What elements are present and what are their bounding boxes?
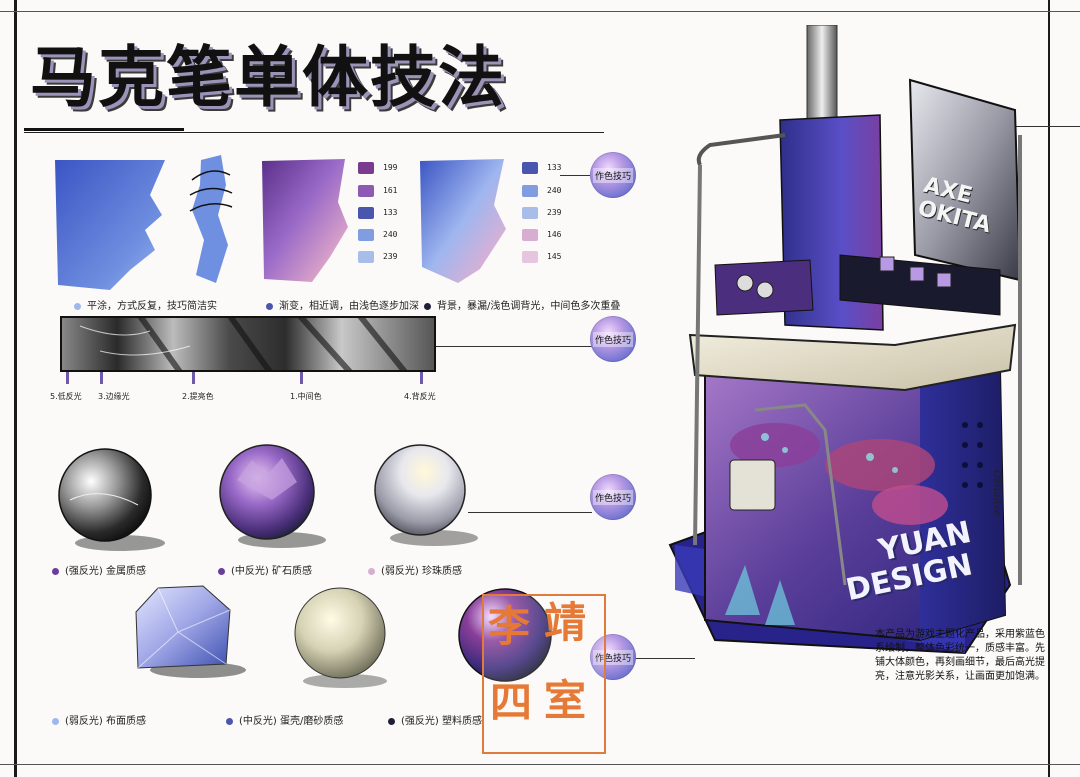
sphere-pearl (374, 444, 478, 546)
caption-dot (52, 567, 59, 575)
sphere-caption-3: (弱反光) 珍珠质感 (368, 562, 462, 577)
caption-text: (中反光) 蛋壳/磨砂质感 (239, 716, 344, 727)
stamp-char-2: 靖 (544, 598, 587, 647)
swatch-b-num-2: 240 (547, 186, 562, 195)
technique-badge-1: 作色技巧 (590, 152, 636, 198)
sphere-caption-5: (中反光) 蛋壳/磨砂质感 (226, 712, 343, 727)
technique-badge-label: 作色技巧 (592, 489, 633, 505)
frame-top-line (0, 11, 1080, 12)
swatch-a-1 (358, 162, 374, 174)
title-underline (24, 128, 184, 131)
stroke-swatch (189, 155, 233, 283)
caption-text: 平涂，方式反复，技巧简洁实 (87, 301, 217, 312)
tickmark-3 (192, 372, 195, 384)
frame-left-line (14, 0, 17, 777)
stamp-char-4: 室 (544, 676, 587, 725)
swatch-b-num-1: 133 (547, 163, 562, 172)
caption-text: 渐变，相近调，由浅色逐步加深 (279, 301, 419, 312)
connector-2 (436, 346, 592, 347)
metal-tick-2: 3.边缘光 (98, 392, 130, 401)
technique-badge-label: 作色技巧 (592, 649, 633, 665)
design-notes: 本产品为游戏主题化产品，采用紫蓝色系绘制，整体色彩统一，质感丰富。先铺大体颜色，… (875, 629, 1045, 682)
caption-text: (强反光) 塑料质感 (401, 716, 482, 727)
gradient-swatch-1 (55, 160, 165, 290)
metal-bar (60, 316, 436, 372)
caption-dot (52, 717, 59, 725)
swatch-b-4 (522, 229, 538, 241)
caption-dot (74, 302, 81, 310)
caption-dot (424, 302, 431, 310)
caption-dot (266, 302, 273, 310)
swatch-b-num-3: 239 (547, 208, 562, 217)
technique-badge-label: 作色技巧 (592, 331, 633, 347)
swatch-b-2 (522, 185, 538, 197)
technique-badge-2: 作色技巧 (590, 316, 636, 362)
tickmark-2 (100, 372, 103, 384)
technique-badge-label: 作色技巧 (592, 167, 633, 183)
stamp-char-3: 四 (490, 678, 533, 727)
sphere-metal (58, 448, 165, 551)
caption-text: (中反光) 矿石质感 (231, 566, 312, 577)
row1-caption-3: 背景，暴漏/浅色调背光，中间色多次重叠 (424, 297, 620, 312)
swatch-b-num-4: 146 (547, 230, 562, 239)
frame-right-line (1048, 0, 1050, 777)
caption-dot (218, 567, 225, 575)
swatch-a-5 (358, 251, 374, 263)
row1-caption-2: 渐变，相近调，由浅色逐步加深 (266, 297, 419, 312)
connector-1 (560, 175, 592, 176)
frame-top-right-line (1010, 126, 1080, 127)
stamp-char-1: 李 (488, 602, 531, 651)
connector-4 (605, 658, 695, 659)
swatch-a-2 (358, 185, 374, 197)
caption-dot (226, 717, 233, 725)
swatch-a-num-1: 199 (383, 163, 398, 172)
sphere-caption-4: (弱反光) 布面质感 (52, 712, 146, 727)
swatch-a-3 (358, 207, 374, 219)
swatch-a-num-4: 240 (383, 230, 398, 239)
product-illustration (668, 25, 1022, 655)
caption-text: (强反光) 金属质感 (65, 566, 146, 577)
caption-dot (368, 567, 375, 575)
technique-badge-4: 作色技巧 (590, 634, 636, 680)
caption-dot (388, 717, 395, 725)
sphere-cloth (135, 585, 246, 678)
gradient-swatch-2 (262, 159, 348, 282)
sphere-caption-6: (强反光) 塑料质感 (388, 712, 482, 727)
title-underline-2 (24, 132, 604, 133)
caption-text: (弱反光) 珍珠质感 (381, 566, 462, 577)
tickmark-4 (300, 372, 303, 384)
metal-tick-3: 2.提亮色 (182, 392, 214, 401)
gradient-swatch-3 (420, 159, 506, 283)
artist-signature: OkitaAxe (991, 470, 1002, 517)
tickmark-1 (66, 372, 69, 384)
technique-badge-3: 作色技巧 (590, 474, 636, 520)
sphere-eggshell (294, 587, 387, 688)
connector-3 (468, 512, 592, 513)
caption-text: (弱反光) 布面质感 (65, 716, 146, 727)
swatch-b-num-5: 145 (547, 252, 562, 261)
metal-tick-1: 5.低反光 (50, 392, 82, 401)
row1-caption-1: 平涂，方式反复，技巧简洁实 (74, 297, 217, 312)
tickmark-5 (420, 372, 423, 384)
page-title: 马克笔单体技法 (30, 39, 506, 116)
swatch-b-3 (522, 207, 538, 219)
swatch-a-num-3: 133 (383, 208, 398, 217)
metal-tick-4: 1.中间色 (290, 392, 322, 401)
swatch-b-1 (522, 162, 538, 174)
artist-seal-stamp: 李 靖 四 室 (482, 594, 606, 754)
frame-bottom-line (0, 764, 1080, 765)
swatch-a-num-5: 239 (383, 252, 398, 261)
swatch-a-4 (358, 229, 374, 241)
sphere-caption-1: (强反光) 金属质感 (52, 562, 146, 577)
caption-text: 背景，暴漏/浅色调背光，中间色多次重叠 (437, 301, 621, 312)
sphere-caption-2: (中反光) 矿石质感 (218, 562, 312, 577)
metal-tick-5: 4.背反光 (404, 392, 436, 401)
swatch-a-num-2: 161 (383, 186, 398, 195)
swatch-b-5 (522, 251, 538, 263)
sphere-crystal (219, 444, 326, 548)
